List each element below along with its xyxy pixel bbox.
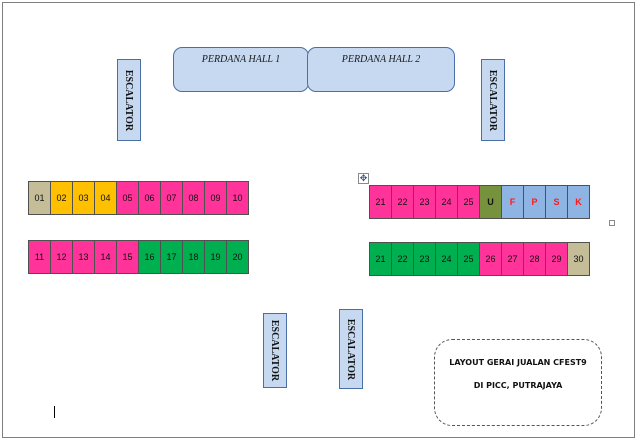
escalator-top-right: ESCALATOR [481,59,505,141]
booth-bottom-right-26: 26 [479,242,502,276]
booth-bottom-left-13: 13 [72,240,95,274]
booth-bottom-right-24: 24 [435,242,458,276]
booth-bottom-right-21: 21 [369,242,392,276]
hall-2-label: PERDANA HALL 2 [341,54,421,65]
layout-info-box: LAYOUT GERAI JUALAN CFEST9 DI PICC, PUTR… [434,339,602,426]
booth-top-left-02: 02 [50,181,73,215]
perdana-hall-1: PERDANA HALL 1 [173,47,309,92]
booth-bottom-right-22: 22 [391,242,414,276]
booth-bottom-left-18: 18 [182,240,205,274]
booth-top-right-22: 22 [391,185,414,219]
booth-bottom-left-14: 14 [94,240,117,274]
booth-top-left-01: 01 [28,181,51,215]
booth-top-right-k: K [567,185,590,219]
booth-top-right-f: F [501,185,524,219]
booth-bottom-left-12: 12 [50,240,73,274]
escalator-label: ESCALATOR [123,69,135,131]
booth-top-left-07: 07 [160,181,183,215]
escalator-label: ESCALATOR [345,318,357,380]
layout-frame [2,2,635,438]
booth-bottom-right-27: 27 [501,242,524,276]
booth-bottom-left-16: 16 [138,240,161,274]
booth-bottom-left-15: 15 [116,240,139,274]
booth-top-right-s: S [545,185,568,219]
booth-top-right-u: U [479,185,502,219]
table-move-handle-icon[interactable]: ✥ [358,173,369,184]
booth-bottom-right-25: 25 [457,242,480,276]
booth-top-left-04: 04 [94,181,117,215]
booth-top-right-25: 25 [457,185,480,219]
booth-top-right-24: 24 [435,185,458,219]
booth-top-left-03: 03 [72,181,95,215]
escalator-bottom-left: ESCALATOR [263,313,287,388]
booth-bottom-left-11: 11 [28,240,51,274]
booth-top-right-21: 21 [369,185,392,219]
booth-top-left-05: 05 [116,181,139,215]
booth-top-right-23: 23 [413,185,436,219]
escalator-label: ESCALATOR [487,69,499,131]
escalator-bottom-right: ESCALATOR [339,309,363,389]
booth-bottom-left-20: 20 [226,240,249,274]
perdana-hall-2: PERDANA HALL 2 [307,47,455,92]
booth-top-left-09: 09 [204,181,227,215]
table-resize-handle[interactable] [609,220,615,226]
booth-top-left-10: 10 [226,181,249,215]
escalator-top-left: ESCALATOR [117,59,141,141]
text-cursor [54,406,55,418]
booth-bottom-right-29: 29 [545,242,568,276]
booth-bottom-right-23: 23 [413,242,436,276]
booth-bottom-left-19: 19 [204,240,227,274]
booth-bottom-left-17: 17 [160,240,183,274]
booth-bottom-right-28: 28 [523,242,546,276]
booth-top-left-08: 08 [182,181,205,215]
escalator-label: ESCALATOR [269,319,281,382]
hall-1-label: PERDANA HALL 1 [201,54,281,65]
info-location: DI PICC, PUTRAJAYA [473,381,563,390]
booth-top-right-p: P [523,185,546,219]
info-title: LAYOUT GERAI JUALAN CFEST9 [449,358,587,367]
booth-bottom-right-30: 30 [567,242,590,276]
booth-top-left-06: 06 [138,181,161,215]
